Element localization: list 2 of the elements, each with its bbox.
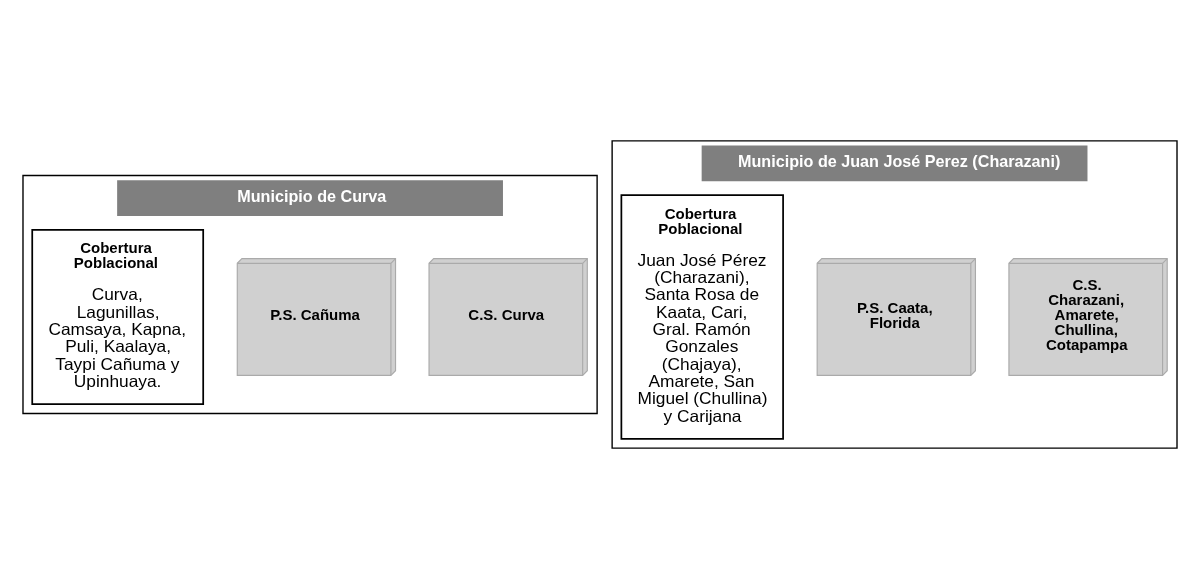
- node-box: Cobertura Poblacional Curva, Lagunillas, Camsaya, Kapna, Puli, Kaalaya, Taypi Cañuma y Upinhuaya.: [31, 228, 205, 405]
- node-box: Cobertura Poblacional Juan José Pérez (Charazani), Santa Rosa de Kaata, Cari, Gral. Ramón Gonzales (Chajaya), Amarete, San Miguel (Chullina) y Carijana: [620, 193, 784, 440]
